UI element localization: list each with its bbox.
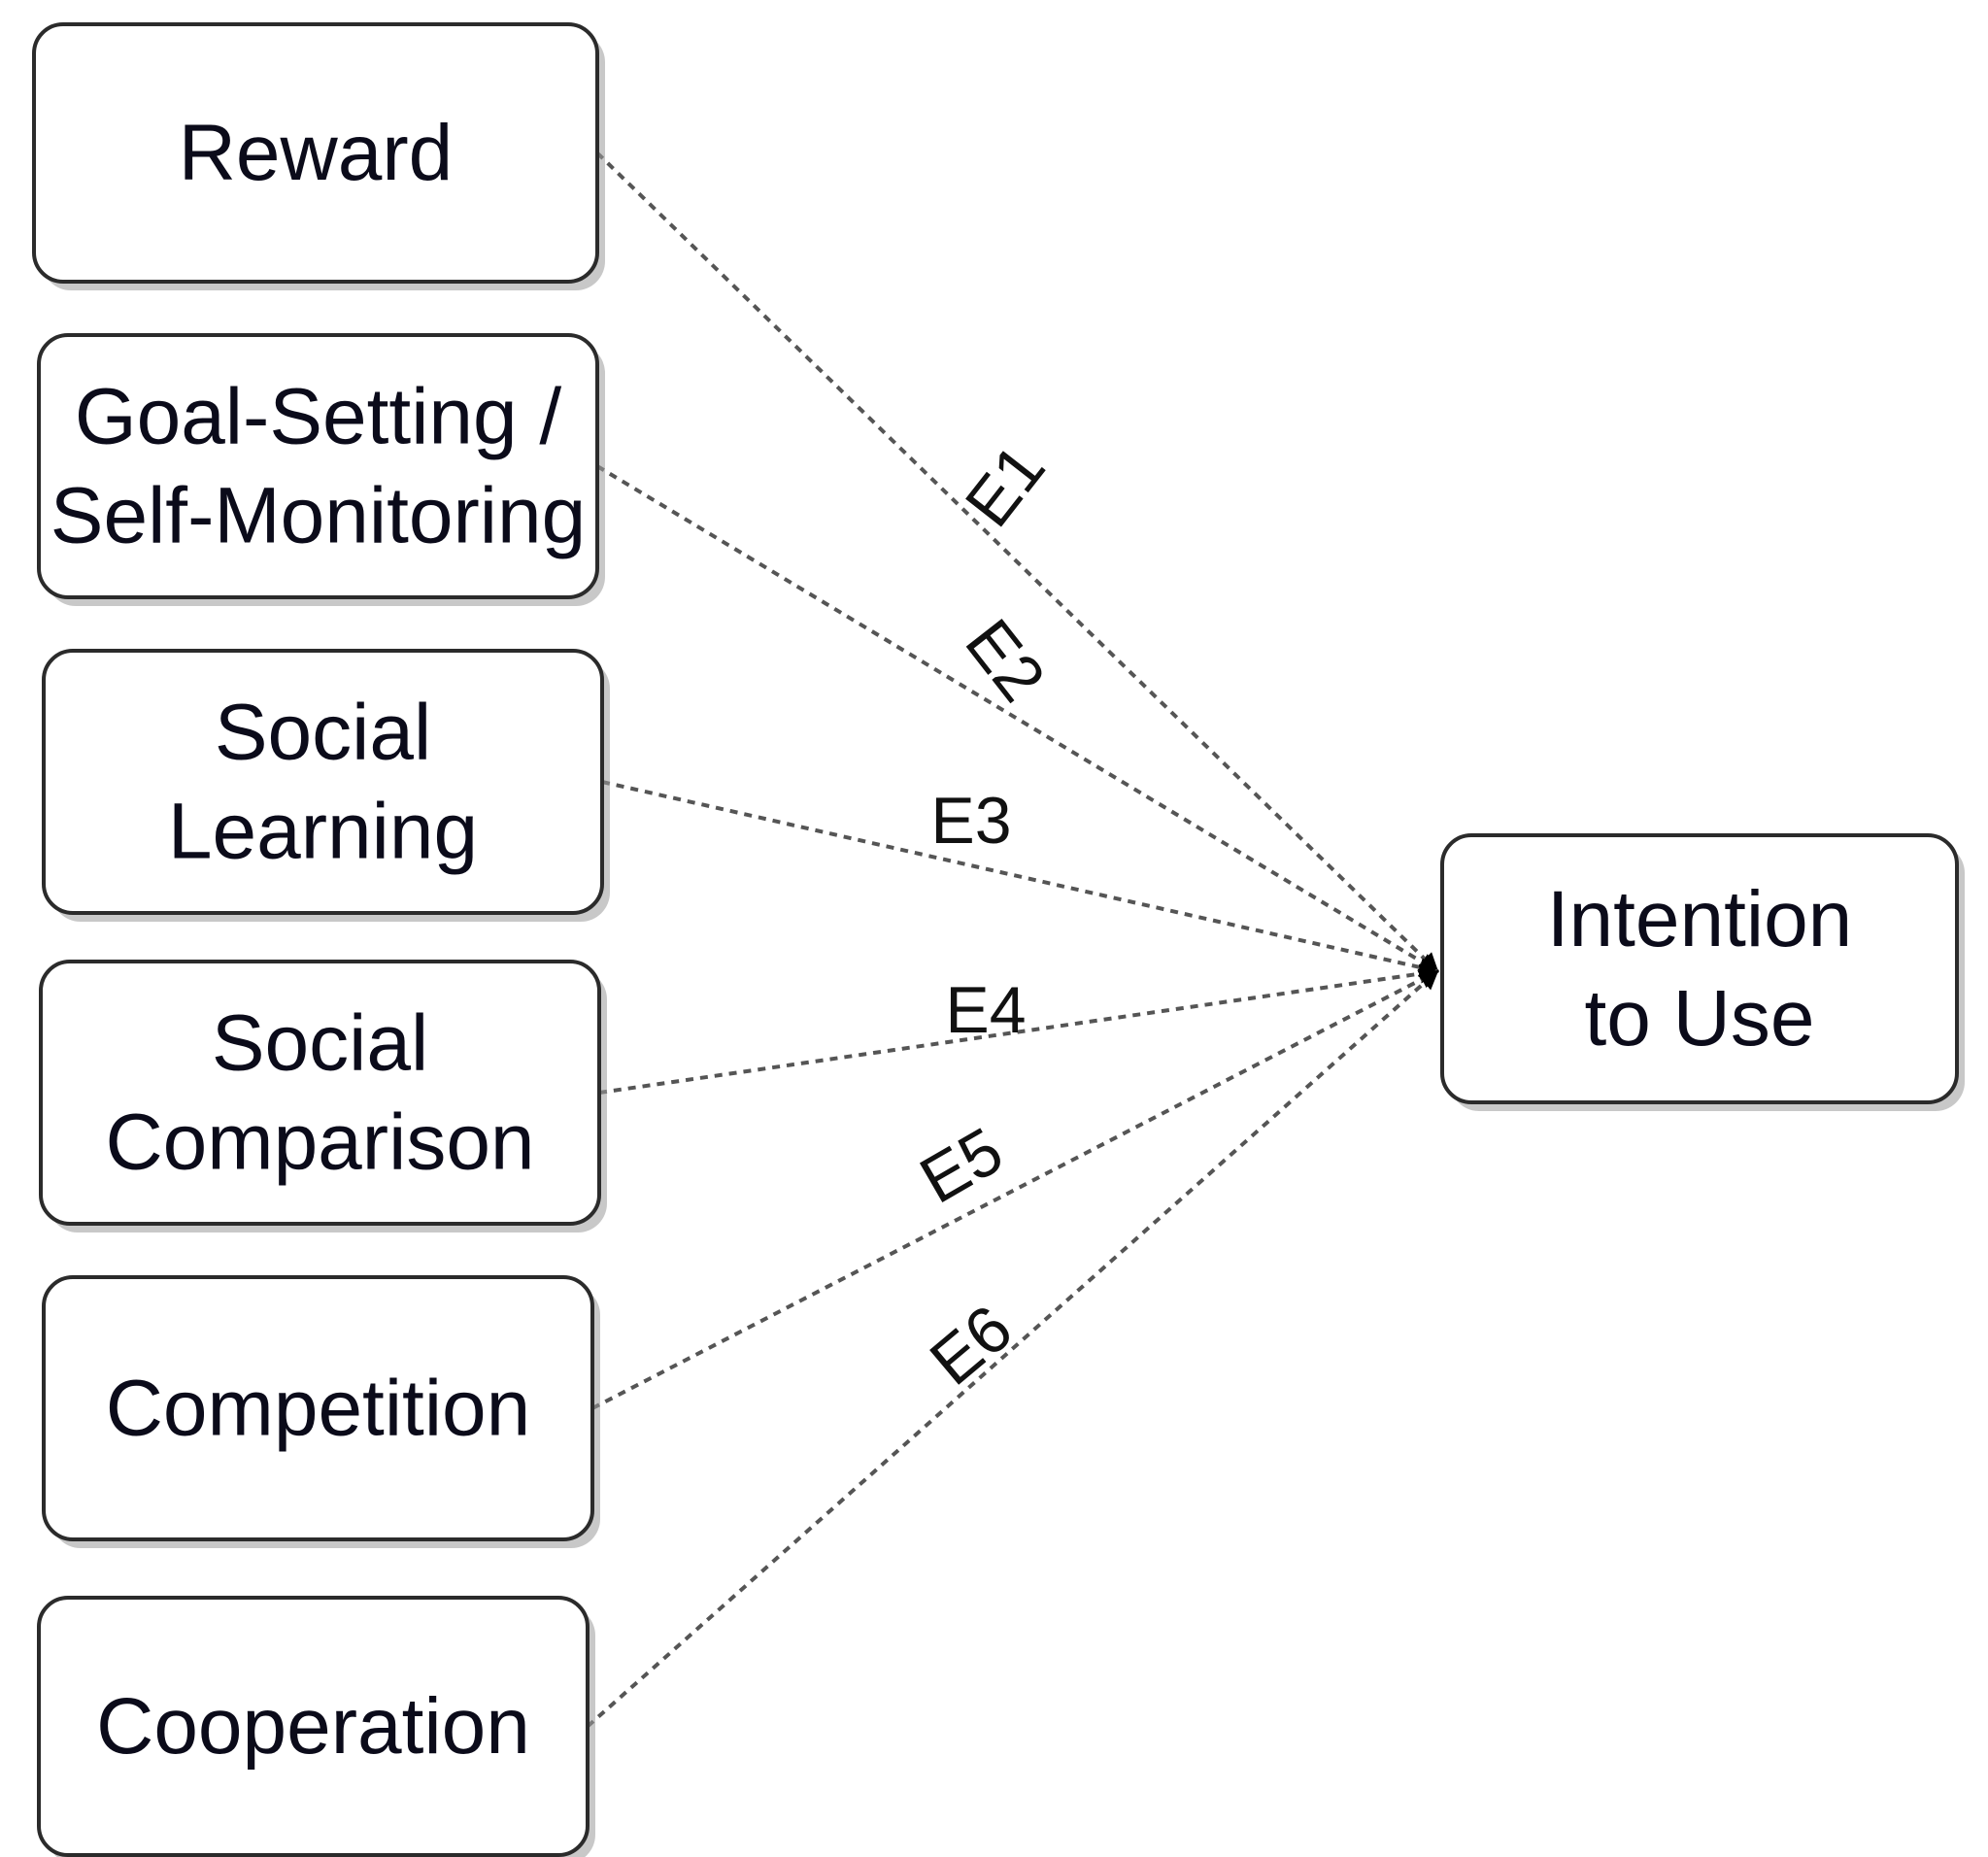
node-label-line: to Use	[1585, 974, 1815, 1063]
node-label-line: Goal-Setting /	[75, 373, 562, 461]
edge-competition-to-target	[591, 969, 1439, 1410]
edge-goal-setting-to-target	[595, 464, 1439, 973]
node-box	[32, 22, 599, 284]
node-label-line: Social	[212, 999, 428, 1088]
node-box	[1440, 833, 1959, 1104]
edge-cooperation-to-target	[586, 969, 1439, 1728]
source-node-cooperation: Cooperation	[37, 1596, 595, 1857]
node-box	[37, 1596, 590, 1857]
edge-social-comparison-to-target	[598, 963, 1439, 1095]
node-label-line: Cooperation	[96, 1682, 530, 1771]
edge-label-e2: E2	[951, 606, 1059, 715]
node-label-line: Social	[215, 689, 431, 777]
node-label-line: Intention	[1547, 875, 1853, 963]
node-label-line: Learning	[168, 788, 478, 876]
edge-label-e4: E4	[945, 973, 1026, 1047]
edge-label-e5: E5	[908, 1113, 1015, 1217]
node-label-line: Competition	[106, 1365, 531, 1453]
source-node-goal-setting: Goal-Setting / Self-Monitoring	[37, 333, 605, 606]
node-label-line: Comparison	[105, 1098, 534, 1187]
edge-label-e6: E6	[917, 1291, 1027, 1400]
node-label-line: Reward	[179, 109, 454, 197]
edge-label-e3: E3	[930, 784, 1011, 858]
source-node-competition: Competition	[42, 1275, 600, 1548]
target-node-intention-to-use: Intention to Use	[1440, 833, 1965, 1111]
node-box	[37, 333, 599, 599]
node-label-line: Self-Monitoring	[51, 472, 586, 560]
node-box	[42, 1275, 594, 1541]
node-box	[39, 960, 601, 1226]
edge-social-learning-to-target	[601, 780, 1439, 977]
edges-layer	[586, 152, 1439, 1728]
node-box	[42, 649, 604, 915]
edge-label-e1: E1	[951, 431, 1059, 540]
edge-reward-to-target	[595, 152, 1439, 973]
source-node-reward: Reward	[32, 22, 605, 290]
